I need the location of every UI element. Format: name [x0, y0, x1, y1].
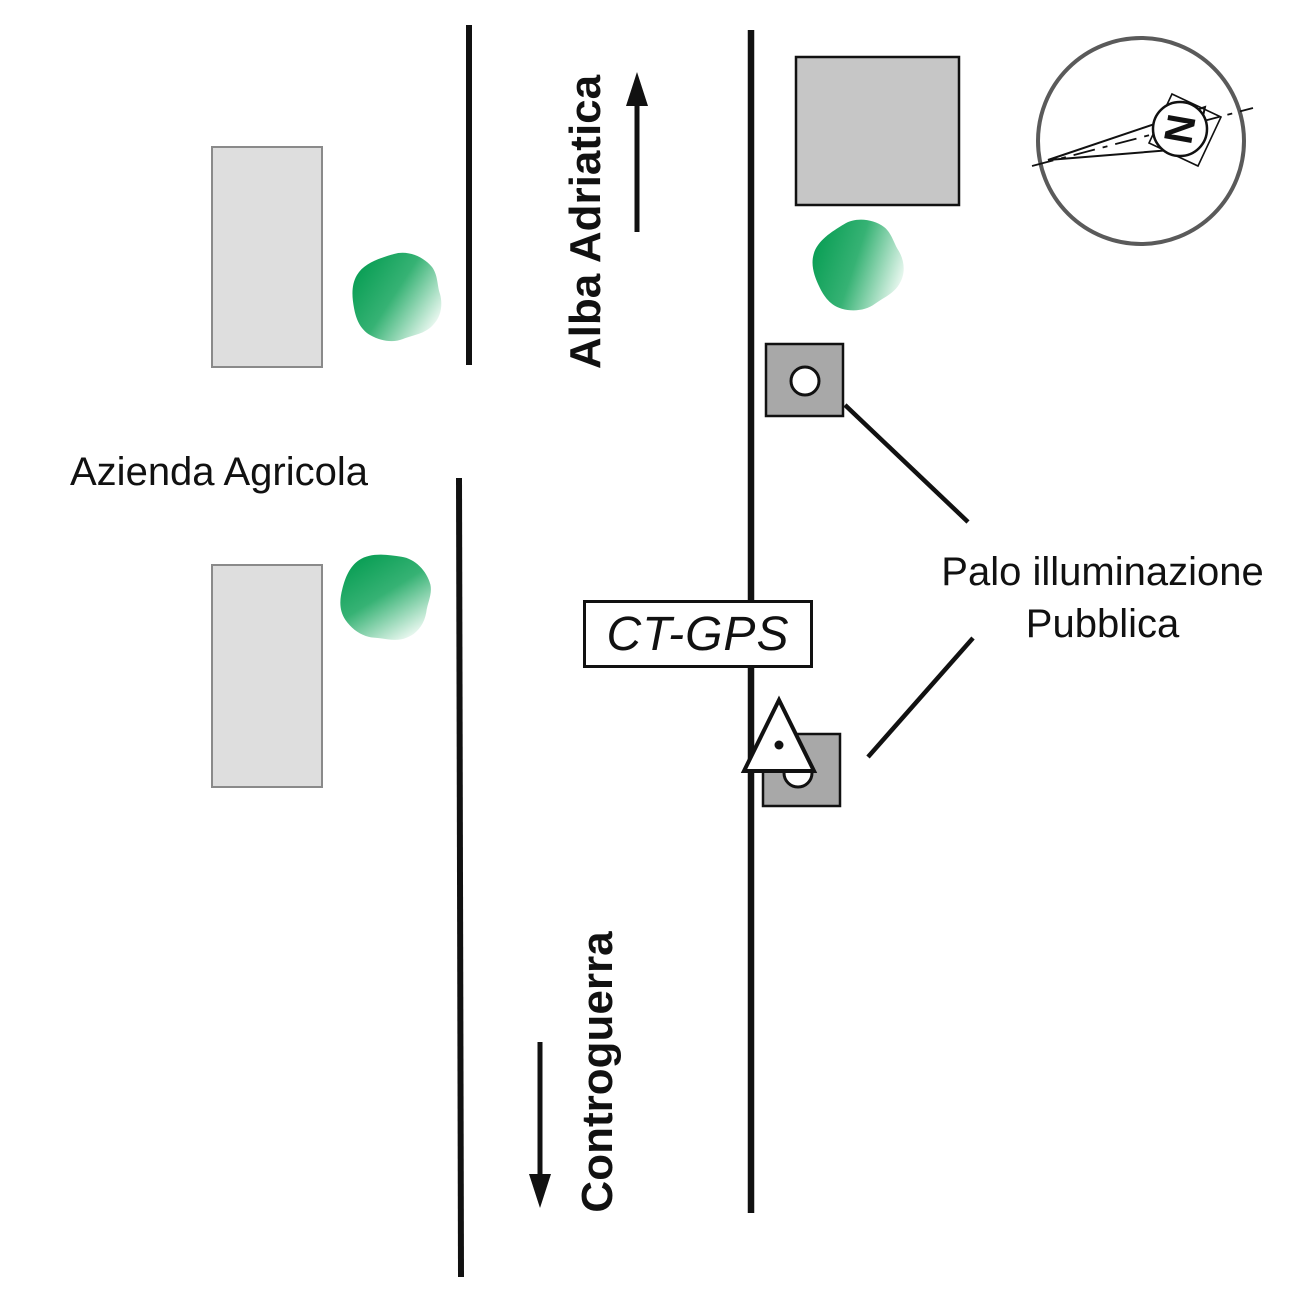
gps-station-marker	[740, 695, 818, 773]
compass-axis-line	[1031, 107, 1254, 167]
ct-gps-label: CT-GPS	[606, 607, 790, 661]
building-bottom-left	[211, 564, 323, 788]
direction-arrow-north	[626, 72, 648, 232]
palo-illuminazione-label: Palo illuminazione Pubblica	[930, 546, 1275, 650]
road-left-lower-segment	[456, 477, 464, 1278]
direction-arrow-south	[529, 1042, 551, 1208]
controguerra-label: Controguerra	[573, 931, 622, 1213]
tree-icon	[803, 210, 913, 320]
building-top-right	[794, 55, 961, 207]
leader-line-bottom-lamp	[866, 636, 975, 759]
azienda-agricola-label: Azienda Agricola	[70, 450, 368, 494]
tree-icon	[352, 252, 442, 342]
tree-icon	[326, 538, 445, 656]
alba-adriatica-label: Alba Adriatica	[561, 74, 610, 370]
street-lamp-icon-top	[764, 342, 845, 418]
leader-line-top-lamp	[843, 403, 970, 524]
building-top-left	[211, 146, 323, 368]
compass-n-circle	[1151, 100, 1209, 158]
ct-gps-label-box: CT-GPS	[583, 600, 813, 668]
palo-illuminazione-line2: Pubblica	[1025, 602, 1180, 646]
palo-illuminazione-line1: Palo illuminazione	[941, 550, 1264, 594]
north-compass-icon: N	[1031, 36, 1254, 246]
